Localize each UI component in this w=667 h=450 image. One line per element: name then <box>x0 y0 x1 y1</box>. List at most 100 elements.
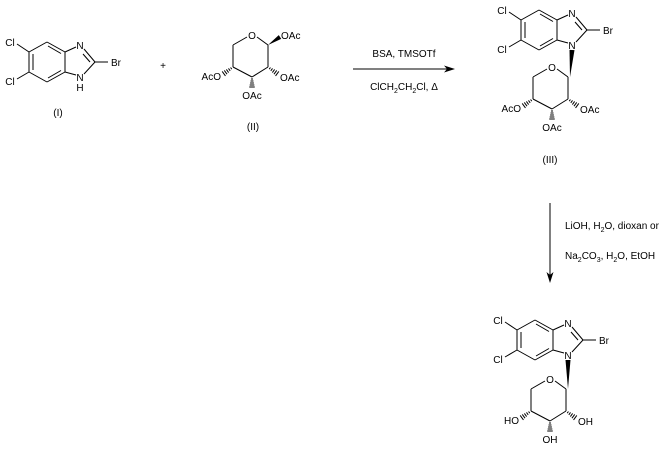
bromine-label: Br <box>111 58 122 69</box>
bond <box>83 48 96 63</box>
substituent-label: OAc <box>580 105 599 116</box>
bond <box>538 39 558 51</box>
hashed-bond <box>568 99 580 109</box>
bond <box>519 415 524 421</box>
bond <box>530 99 533 102</box>
bond <box>575 103 580 109</box>
hashed-bond <box>249 78 255 88</box>
chlorine-label: Cl <box>493 316 502 327</box>
hashed-bond <box>221 67 233 77</box>
bond <box>534 319 554 331</box>
bond <box>569 413 574 417</box>
bond <box>228 68 231 72</box>
hashed-bond <box>549 110 555 120</box>
bond <box>575 29 588 43</box>
compound-label: (I) <box>53 108 62 119</box>
bond <box>528 411 531 414</box>
nitrogen-label: N <box>564 351 571 362</box>
bond <box>504 349 518 358</box>
bond <box>232 36 248 46</box>
bond <box>521 103 526 109</box>
substituent-label: OH <box>543 435 558 446</box>
chlorine-label: Cl <box>493 355 502 366</box>
plus-sign: + <box>160 61 166 72</box>
bond <box>570 331 579 341</box>
bond <box>539 38 554 47</box>
bond <box>571 326 584 341</box>
bond <box>575 16 588 31</box>
step2-conditions-a: LiOH, H2O, dioxan or <box>565 221 660 234</box>
reaction-arrow-step2: LiOH, H2O, dioxan or Na2CO3, H2O, EtOH <box>546 203 660 283</box>
bond <box>528 100 531 104</box>
bond <box>556 14 569 21</box>
chlorine-label: Cl <box>5 38 14 49</box>
bond <box>554 380 567 390</box>
oxygen-label: O <box>248 31 256 42</box>
step1-reagents: BSA, TMSOTf <box>372 49 435 60</box>
bond <box>82 53 91 63</box>
bond <box>46 41 66 53</box>
oxygen-label: O <box>548 63 556 74</box>
bond <box>538 9 558 21</box>
bond <box>530 410 551 422</box>
bromine-label: Br <box>599 336 610 347</box>
substituent-label: OH <box>578 417 593 428</box>
bond <box>551 98 569 110</box>
bond <box>83 61 96 75</box>
bond <box>268 67 271 70</box>
bond <box>556 39 569 44</box>
bond <box>516 319 536 331</box>
bond <box>508 11 522 21</box>
step2-conditions-b: Na2CO3, H2O, EtOH <box>565 251 655 264</box>
hydrogen-label: H <box>76 83 83 94</box>
bond <box>552 349 565 354</box>
bond <box>526 412 529 416</box>
bond <box>64 71 77 76</box>
bond <box>223 70 228 75</box>
hashed-bond <box>547 422 553 432</box>
bond <box>570 100 573 104</box>
bromine-label: Br <box>603 26 614 37</box>
step1-conditions: ClCH2CH2Cl, Δ <box>370 82 438 95</box>
bond <box>520 39 540 51</box>
bond <box>534 349 554 361</box>
bond <box>271 69 276 73</box>
bond <box>532 98 553 110</box>
bond <box>28 41 48 53</box>
bond <box>28 71 48 83</box>
bond <box>232 66 253 78</box>
bond <box>573 415 578 421</box>
chlorine-label: Cl <box>5 77 14 88</box>
compound-label: (III) <box>543 155 558 166</box>
bond <box>530 380 546 390</box>
bond <box>568 99 571 102</box>
reaction-arrow-step1: BSA, TMSOTf ClCH2CH2Cl, Δ <box>353 49 455 95</box>
bond <box>270 68 273 72</box>
bond <box>535 323 550 332</box>
chlorine-label: Cl <box>497 6 506 17</box>
bond <box>539 13 554 22</box>
compound-label: (II) <box>247 122 259 133</box>
bond <box>520 9 540 21</box>
hashed-bond <box>268 67 280 77</box>
bond <box>230 67 233 70</box>
bond <box>552 324 565 331</box>
bond <box>251 66 269 78</box>
bond <box>508 39 522 48</box>
hashed-bond <box>566 411 578 421</box>
wedge-bond <box>565 360 571 389</box>
bond <box>221 71 226 77</box>
nitrogen-label: N <box>76 73 83 84</box>
bond <box>556 68 569 78</box>
hashed-bond <box>521 99 533 109</box>
bond <box>535 348 550 357</box>
substituent-label: OAc <box>280 73 299 84</box>
bond <box>573 102 578 107</box>
